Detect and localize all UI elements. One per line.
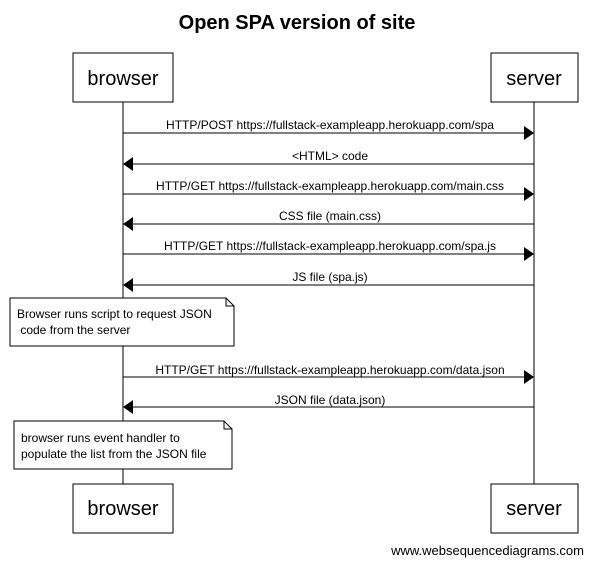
note-fold-2 <box>223 421 232 430</box>
arrow-head-left-icon <box>123 400 133 414</box>
arrow-head-right-icon <box>524 187 534 201</box>
browser-participant-bottom-label: browser <box>87 498 158 520</box>
message-label-6: JS file (spa.js) <box>292 270 367 284</box>
message-label-8: JSON file (data.json) <box>275 393 386 407</box>
arrow-head-right-icon <box>524 126 534 140</box>
arrow-head-right-icon <box>524 370 534 384</box>
note-2-line-1: browser runs event handler to <box>21 431 180 445</box>
footer-watermark: www.websequencediagrams.com <box>390 543 584 558</box>
note-2-line-2: populate the list from the JSON file <box>21 447 207 461</box>
note-1-line-2: code from the server <box>17 323 130 337</box>
server-participant-top-label: server <box>506 68 562 90</box>
message-label-3: HTTP/GET https://fullstack-exampleapp.he… <box>156 179 504 193</box>
browser-participant-top-label: browser <box>87 68 158 90</box>
arrow-head-left-icon <box>123 157 133 171</box>
server-participant-top <box>490 52 579 103</box>
message-label-5: HTTP/GET https://fullstack-exampleapp.he… <box>164 239 496 253</box>
browser-participant-top <box>72 52 174 103</box>
arrow-head-left-icon <box>123 278 133 292</box>
note-box-1 <box>9 297 235 347</box>
arrow-head-right-icon <box>524 247 534 261</box>
note-box-2 <box>13 420 233 470</box>
message-label-2: <HTML> code <box>292 149 368 163</box>
note-fold-1 <box>225 298 234 307</box>
message-label-1: HTTP/POST https://fullstack-exampleapp.h… <box>166 118 494 132</box>
note-1-line-1: Browser runs script to request JSON <box>17 307 212 321</box>
server-participant-bottom-label: server <box>506 498 562 520</box>
message-label-7: HTTP/GET https://fullstack-exampleapp.he… <box>155 363 504 377</box>
message-label-4: CSS file (main.css) <box>279 209 381 223</box>
arrow-head-left-icon <box>123 217 133 231</box>
diagram-title: Open SPA version of site <box>179 12 416 34</box>
browser-participant-bottom <box>72 483 174 534</box>
server-participant-bottom <box>490 483 579 534</box>
